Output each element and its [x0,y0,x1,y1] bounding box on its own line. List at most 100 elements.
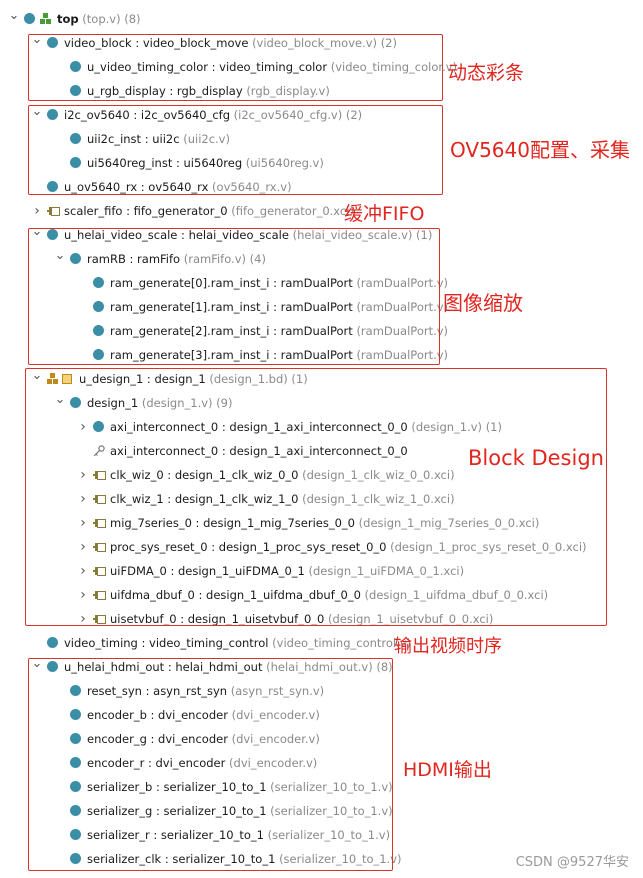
chevron-right-icon[interactable]: › [80,515,86,531]
tree-row[interactable]: video_timing : video_timing_control (vid… [0,632,643,654]
module-name: uisetvbuf_0 : design_1_uisetvbuf_0_0 [110,612,325,626]
tree-row[interactable]: ⌄u_helai_video_scale : helai_video_scale… [0,224,643,246]
module-name: scaler_fifo : fifo_generator_0 [64,204,228,218]
tree-row-label: ram_generate[0].ram_inst_i : ramDualPort… [110,272,448,294]
ip-core-icon [93,542,106,552]
module-icon [70,157,81,168]
tree-row[interactable]: › proc_sys_reset_0 : design_1_proc_sys_re… [0,536,643,558]
tree-row[interactable]: ram_generate[0].ram_inst_i : ramDualPort… [0,272,643,294]
tree-row[interactable]: axi_interconnect_0 : design_1_axi_interc… [0,440,643,462]
source-file: (serializer_10_to_1.v) [270,780,393,794]
module-name: serializer_clk : serializer_10_to_1 [87,852,276,866]
tree-row-label: ram_generate[1].ram_inst_i : ramDualPort… [110,296,448,318]
tree-row-label: u_rgb_display : rgb_display (rgb_display… [87,80,330,102]
source-file: (uii2c.v) [183,132,230,146]
tree-row[interactable]: ›uiFDMA_0 : design_1_uiFDMA_0_1 (design_… [0,560,643,582]
source-file: (design_1_clk_wiz_1_0.xci) [302,492,455,506]
tree-row-label: reset_syn : asyn_rst_syn (asyn_rst_syn.v… [87,680,324,702]
tree-row-label: video_timing : video_timing_control (vid… [64,632,411,654]
tree-row[interactable]: ⌄ design_1 (design_1.v) (9) [0,392,643,414]
tree-row[interactable]: encoder_g : dvi_encoder (dvi_encoder.v) [0,728,643,750]
tree-row[interactable]: ram_generate[3].ram_inst_i : ramDualPort… [0,344,643,366]
tree-row[interactable]: ⌄ramRB : ramFifo (ramFifo.v) (4) [0,248,643,270]
chevron-down-icon[interactable]: ⌄ [54,248,66,263]
tree-row[interactable]: ram_generate[1].ram_inst_i : ramDualPort… [0,296,643,318]
chevron-right-icon[interactable]: › [80,587,86,603]
tree-row[interactable]: serializer_clk : serializer_10_to_1 (ser… [0,848,643,870]
chevron-right-icon[interactable]: › [80,491,86,507]
chevron-down-icon[interactable]: ⌄ [31,104,43,119]
tree-row[interactable]: uii2c_inst : uii2c (uii2c.v) [0,128,643,150]
tree-row[interactable]: › axi_interconnect_0 : design_1_axi_inter… [0,416,643,438]
annotation-box [28,658,393,871]
source-file: (design_1_clk_wiz_0_0.xci) [302,468,455,482]
tree-row[interactable]: reset_syn : asyn_rst_syn (asyn_rst_syn.v… [0,680,643,702]
module-name: u_helai_hdmi_out : helai_hdmi_out [64,660,263,674]
tree-row[interactable]: u_rgb_display : rgb_display (rgb_display… [0,80,643,102]
tree-row[interactable]: ui5640reg_inst : ui5640reg (ui5640reg.v) [0,152,643,174]
tree-row[interactable]: serializer_g : serializer_10_to_1 (seria… [0,800,643,822]
tree-row[interactable]: ⌄u_design_1 : design_1 (design_1.bd) (1) [0,368,643,390]
module-name: proc_sys_reset_0 : design_1_proc_sys_res… [110,540,387,554]
chevron-right-icon[interactable]: › [34,203,40,219]
source-file: (dvi_encoder.v) [229,756,318,770]
source-file: (ui5640reg.v) [245,156,324,170]
source-file: (dvi_encoder.v) [231,708,320,722]
chevron-right-icon[interactable]: › [80,563,86,579]
chevron-down-icon[interactable]: ⌄ [8,8,20,23]
tree-row[interactable]: u_video_timing_color : video_timing_colo… [0,56,643,78]
chevron-down-icon[interactable]: ⌄ [31,368,43,383]
chevron-down-icon[interactable]: ⌄ [54,392,66,407]
ip-core-icon [93,518,106,528]
source-file: (helai_video_scale.v) (1) [292,228,433,242]
chevron-down-icon[interactable]: ⌄ [31,224,43,239]
tree-row[interactable]: ram_generate[2].ram_inst_i : ramDualPort… [0,320,643,342]
module-icon [93,277,104,288]
source-file: (design_1.bd) (1) [209,372,308,386]
module-icon [47,181,58,192]
tree-row[interactable]: ⌄ u_helai_hdmi_out : helai_hdmi_out (hela… [0,656,643,678]
source-file: (design_1_uiFDMA_0_1.xci) [308,564,465,578]
chevron-right-icon[interactable]: › [80,467,86,483]
tree-row-label: design_1 (design_1.v) (9) [87,392,232,414]
chevron-right-icon[interactable]: › [80,611,86,627]
chevron-down-icon[interactable]: ⌄ [31,32,43,47]
ip-core-icon [93,566,106,576]
annotation-note: HDMI输出 [403,759,492,781]
module-name: serializer_g : serializer_10_to_1 [87,804,267,818]
tree-row[interactable]: › mig_7series_0 : design_1_mig_7series_0_… [0,512,643,534]
tree-row[interactable]: › scaler_fifo : fifo_generator_0 (fifo_ge… [0,200,643,222]
source-file: (helai_hdmi_out.v) (8) [266,660,393,674]
module-name: encoder_r : dvi_encoder [87,756,226,770]
ip-core-icon [93,470,106,480]
tree-row[interactable]: ›clk_wiz_0 : design_1_clk_wiz_0_0 (desig… [0,464,643,486]
tree-row[interactable]: ›uifdma_dbuf_0 : design_1_uifdma_dbuf_0_… [0,584,643,606]
tree-row[interactable]: ›uisetvbuf_0 : design_1_uisetvbuf_0_0 (d… [0,608,643,630]
module-icon [47,37,58,48]
source-file: (i2c_ov5640_cfg.v) (2) [233,108,363,122]
module-icon [70,133,81,144]
chevron-right-icon[interactable]: › [80,419,86,435]
tree-row[interactable]: u_ov5640_rx : ov5640_rx (ov5640_rx.v) [0,176,643,198]
module-name: axi_interconnect_0 : design_1_axi_interc… [110,444,408,458]
source-file: (serializer_10_to_1.v) [279,852,402,866]
module-name: mig_7series_0 : design_1_mig_7series_0_0 [110,516,355,530]
tree-row-label: i2c_ov5640 : i2c_ov5640_cfg (i2c_ov5640_… [64,104,362,126]
chevron-right-icon[interactable]: › [80,539,86,555]
tree-row-label: ram_generate[3].ram_inst_i : ramDualPort… [110,344,448,366]
chevron-down-icon[interactable]: ⌄ [31,656,43,671]
module-icon [70,85,81,96]
tree-row-label: axi_interconnect_0 : design_1_axi_interc… [110,416,502,438]
tree-row[interactable]: serializer_r : serializer_10_to_1 (seria… [0,824,643,846]
tree-row[interactable]: serializer_b : serializer_10_to_1 (seria… [0,776,643,798]
source-file: (dvi_encoder.v) [231,732,320,746]
tree-row[interactable]: encoder_b : dvi_encoder (dvi_encoder.v) [0,704,643,726]
tree-row[interactable]: ⌄top (top.v) (8) [0,8,643,30]
tree-row[interactable]: ⌄ i2c_ov5640 : i2c_ov5640_cfg (i2c_ov5640… [0,104,643,126]
tree-row[interactable]: ›clk_wiz_1 : design_1_clk_wiz_1_0 (desig… [0,488,643,510]
tree-row[interactable]: ⌄video_block : video_block_move (video_b… [0,32,643,54]
module-name: axi_interconnect_0 : design_1_axi_interc… [110,420,408,434]
tree-row[interactable]: encoder_r : dvi_encoder (dvi_encoder.v) [0,752,643,774]
tree-row-label: scaler_fifo : fifo_generator_0 (fifo_gen… [64,200,354,222]
source-file: (ramDualPort.v) [356,324,449,338]
